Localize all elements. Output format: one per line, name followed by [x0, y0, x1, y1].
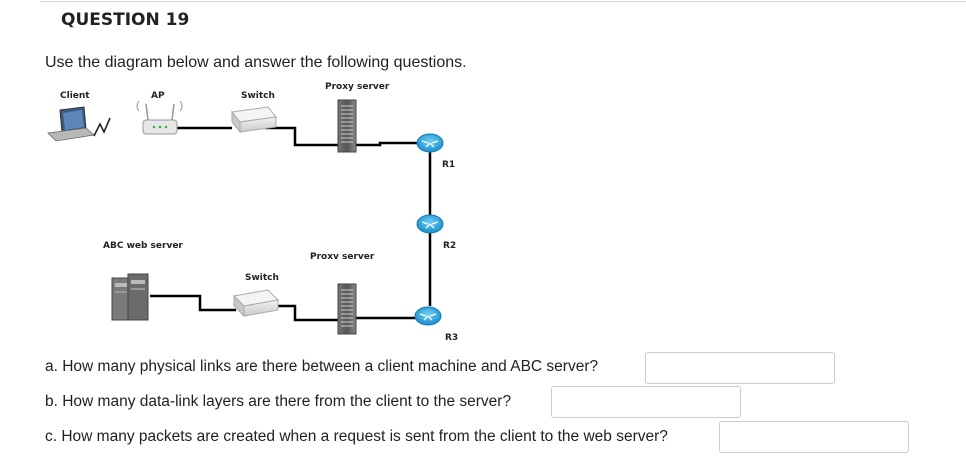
web-server-icon: [111, 273, 149, 321]
router-icon-r3: [414, 306, 442, 326]
label-r3: R3: [445, 333, 459, 343]
label-proxy-bottom: Proxv server: [310, 252, 375, 262]
label-client: Client: [60, 91, 90, 101]
label-ap: AP: [151, 91, 165, 101]
question-title: QUESTION 19: [61, 10, 190, 30]
link-switch-proxy-bottom: [268, 304, 340, 322]
answer-a-input[interactable]: [645, 352, 835, 384]
label-proxy-top: Proxy server: [325, 82, 390, 92]
question-a-text: a. How many physical links are there bet…: [45, 358, 599, 375]
proxy-server-icon-bottom: [337, 283, 357, 335]
question-b-text: b. How many data-link layers are there f…: [45, 393, 512, 410]
proxy-server-icon-top: [337, 99, 357, 153]
label-r1: R1: [442, 160, 456, 170]
router-icon-r2: [416, 214, 444, 234]
label-abc-web-server: ABC web server: [103, 241, 183, 251]
switch-icon-top: [231, 106, 277, 134]
question-c-text: c. How many packets are created when a r…: [45, 428, 668, 445]
access-point-icon: [136, 100, 183, 135]
link-switch-proxy: [265, 126, 340, 147]
link-lines: [150, 126, 432, 322]
link-proxy-r1: [355, 141, 418, 147]
label-switch-bottom: Switch: [245, 273, 279, 283]
answer-b-input[interactable]: [551, 386, 741, 418]
laptop-icon: [47, 106, 95, 142]
label-r2: R2: [443, 241, 457, 251]
switch-icon-bottom: [232, 289, 280, 318]
link-webserver-switch: [150, 294, 236, 312]
wireless-link-icon: [93, 117, 111, 137]
answer-c-input[interactable]: [719, 421, 909, 453]
question-instruction: Use the diagram below and answer the fol…: [45, 54, 467, 71]
router-icon-r1: [416, 133, 444, 153]
top-divider: [40, 1, 966, 2]
label-switch-top: Switch: [241, 91, 275, 101]
